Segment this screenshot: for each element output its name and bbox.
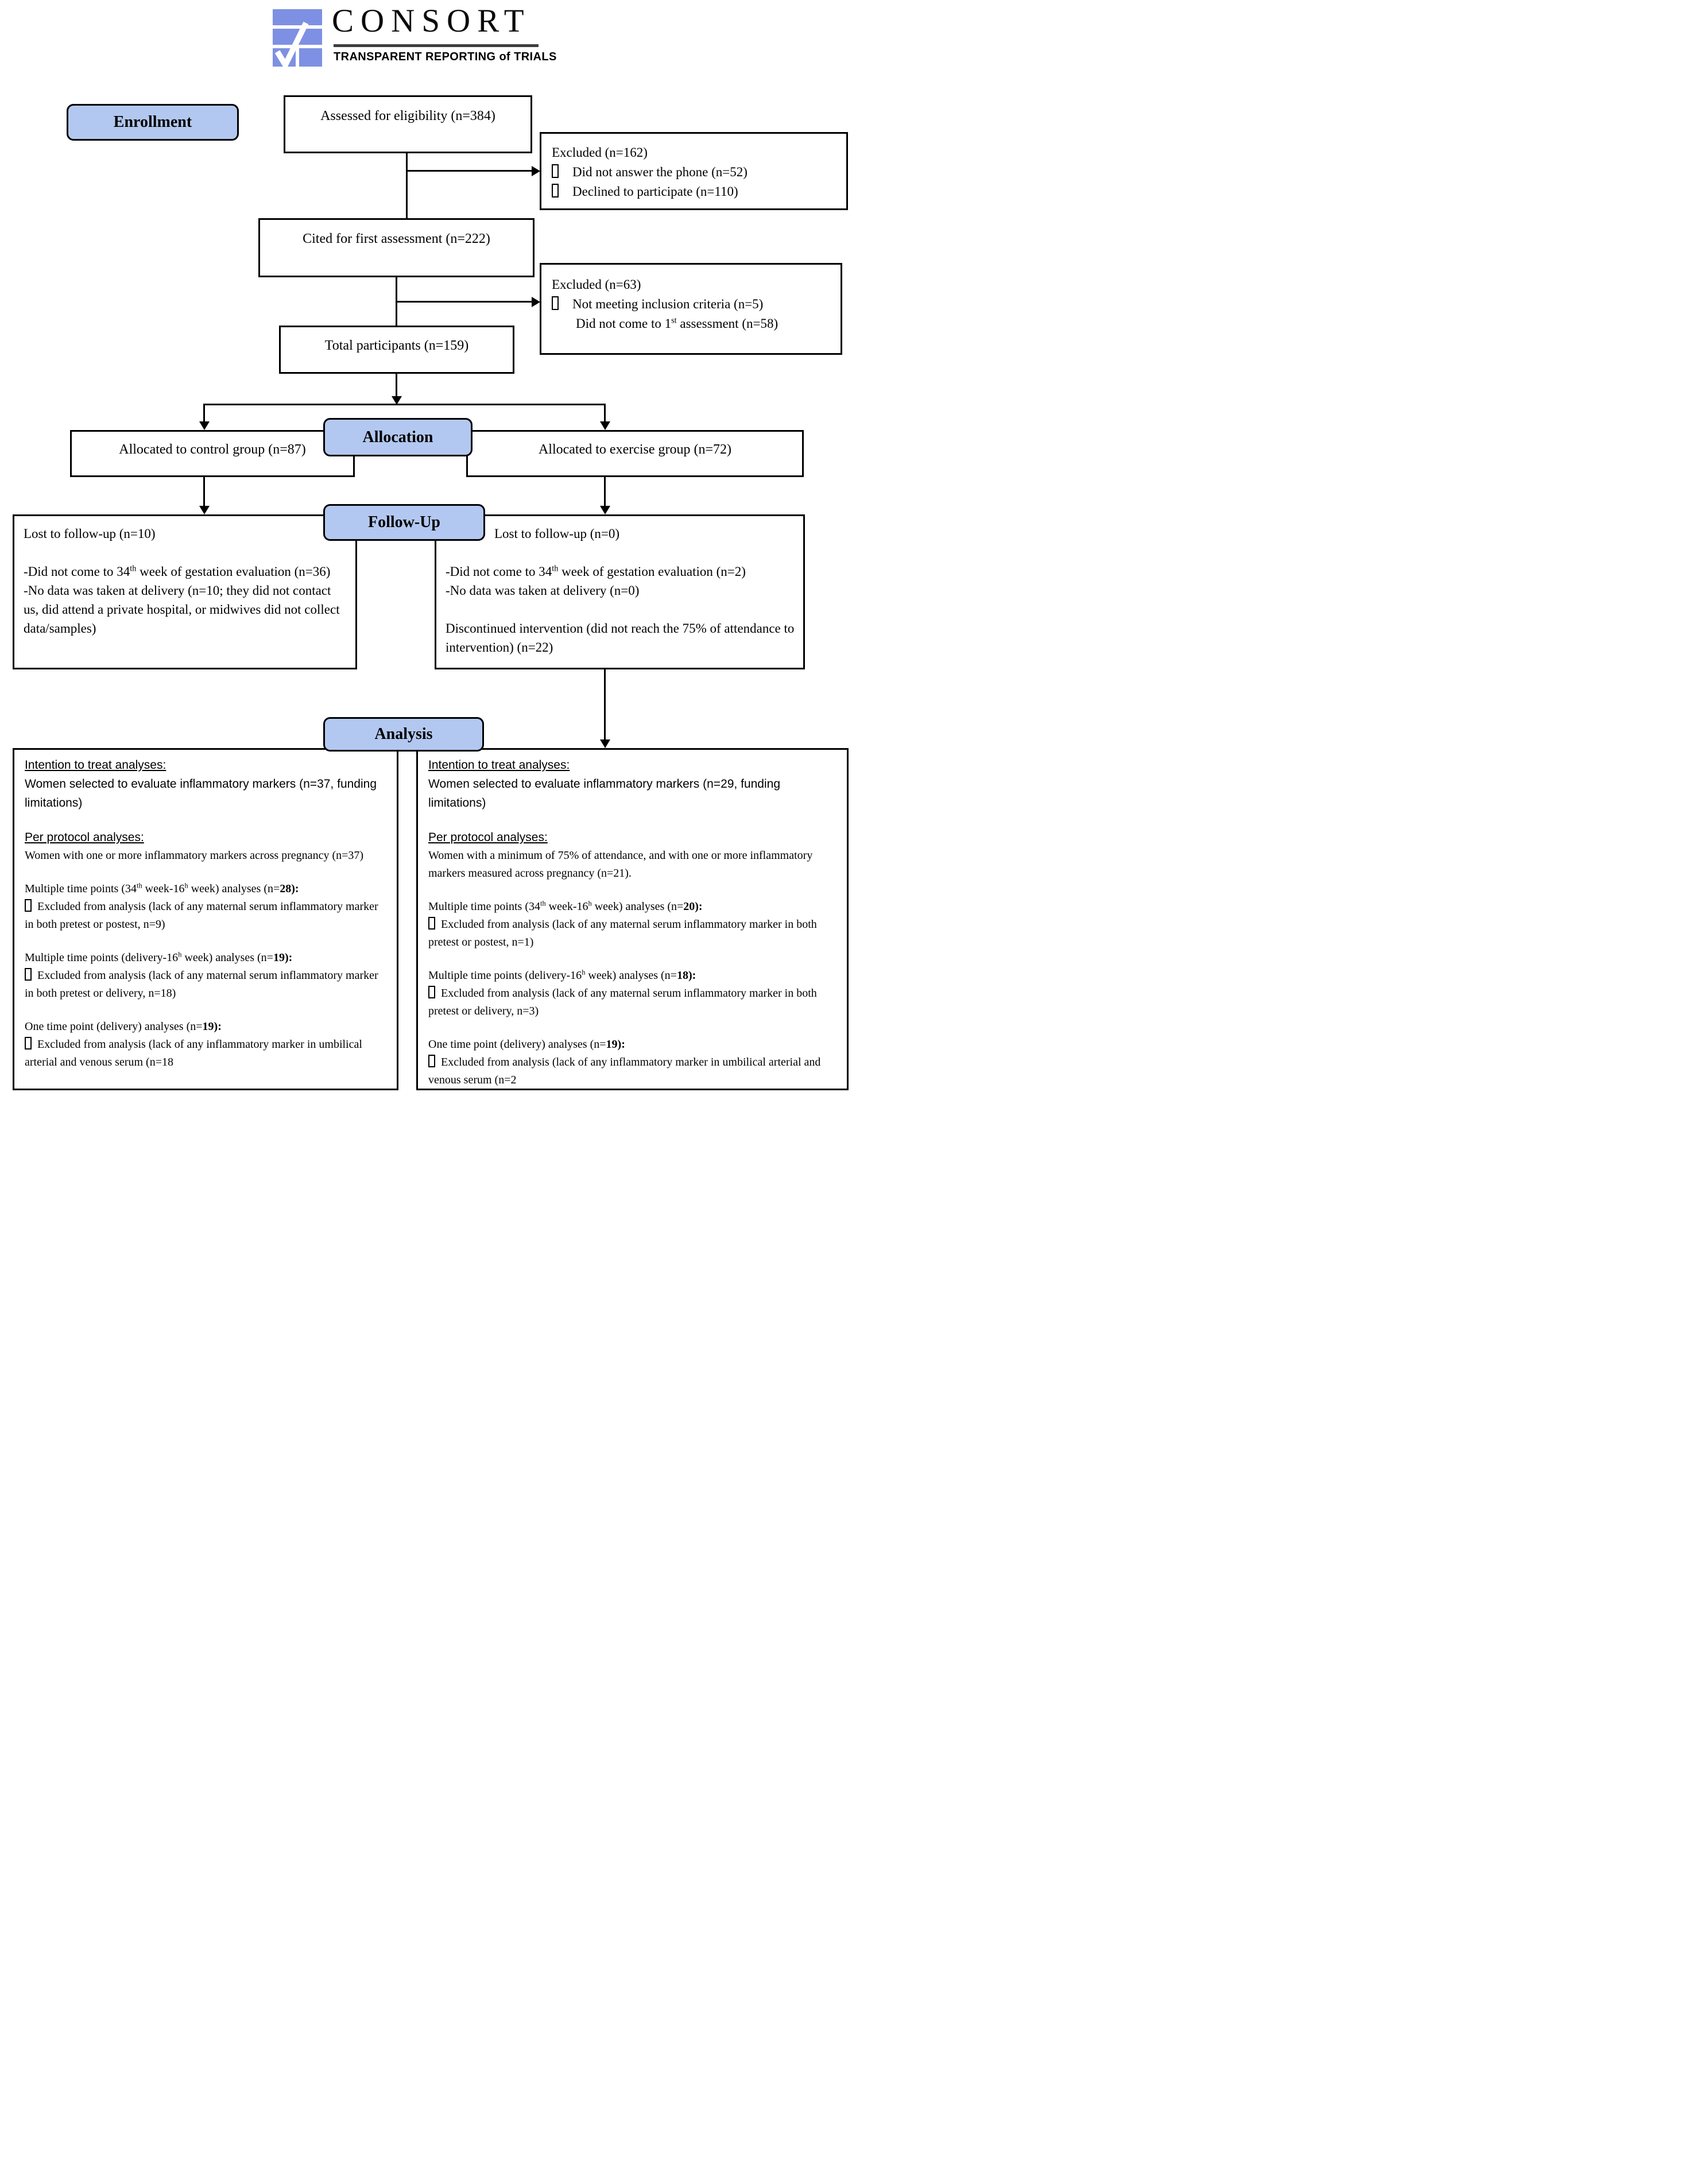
box-followup-exercise: Lost to follow-up (n=0)-Did not come to … — [435, 514, 805, 669]
box-analysis-control: Intention to treat analyses:Women select… — [13, 748, 398, 1090]
box-assessed-eligibility: Assessed for eligibility (n=384) — [284, 95, 532, 153]
connector-assessed-cited — [406, 153, 408, 218]
arrowhead-analysis-exercise — [600, 739, 610, 748]
box-total-participants: Total participants (n=159) — [279, 326, 514, 374]
connector-exercise-followup — [604, 477, 606, 507]
connector-split-exercise — [604, 405, 606, 423]
box-allocated-control: Allocated to control group (n=87) — [70, 430, 355, 477]
stage-allocation: Allocation — [323, 418, 473, 456]
logo-title: CONSORT — [332, 3, 531, 39]
arrowhead-allocated-control — [199, 421, 210, 430]
logo-subtitle: TRANSPARENT REPORTING of TRIALS — [334, 51, 557, 63]
arrowhead-followup-control — [199, 506, 210, 514]
connector-to-excluded-precall — [406, 170, 532, 172]
connector-to-excluded-first — [396, 301, 532, 303]
arrowhead-followup-exercise — [600, 506, 610, 514]
logo-underline — [334, 44, 539, 47]
box-allocated-exercise: Allocated to exercise group (n=72) — [466, 430, 804, 477]
connector-split-control — [203, 405, 205, 423]
box-analysis-exercise: Intention to treat analyses:Women select… — [416, 748, 849, 1090]
stage-enrollment: Enrollment — [67, 104, 239, 141]
check-icon — [274, 21, 309, 67]
stage-followup: Follow-Up — [323, 504, 485, 541]
connector-split-bar — [203, 404, 606, 405]
arrowhead-excluded-first — [532, 297, 540, 307]
consort-logo-icon — [273, 9, 322, 67]
arrowhead-split — [392, 396, 402, 405]
box-excluded-first-assessment: Excluded (n=63)Not meeting inclusion cri… — [540, 263, 842, 355]
connector-followup-analysis — [604, 669, 606, 741]
box-cited-first-assessment: Cited for first assessment (n=222) — [258, 218, 535, 277]
box-excluded-precall: Excluded (n=162)Did not answer the phone… — [540, 132, 848, 210]
box-followup-control: Lost to follow-up (n=10)-Did not come to… — [13, 514, 357, 669]
arrowhead-allocated-exercise — [600, 421, 610, 430]
connector-total-split — [396, 374, 397, 397]
stage-analysis: Analysis — [323, 717, 484, 752]
consort-flow-diagram: CONSORT TRANSPARENT REPORTING of TRIALS … — [0, 0, 852, 1092]
connector-control-followup — [203, 477, 205, 507]
arrowhead-excluded-precall — [532, 166, 540, 176]
